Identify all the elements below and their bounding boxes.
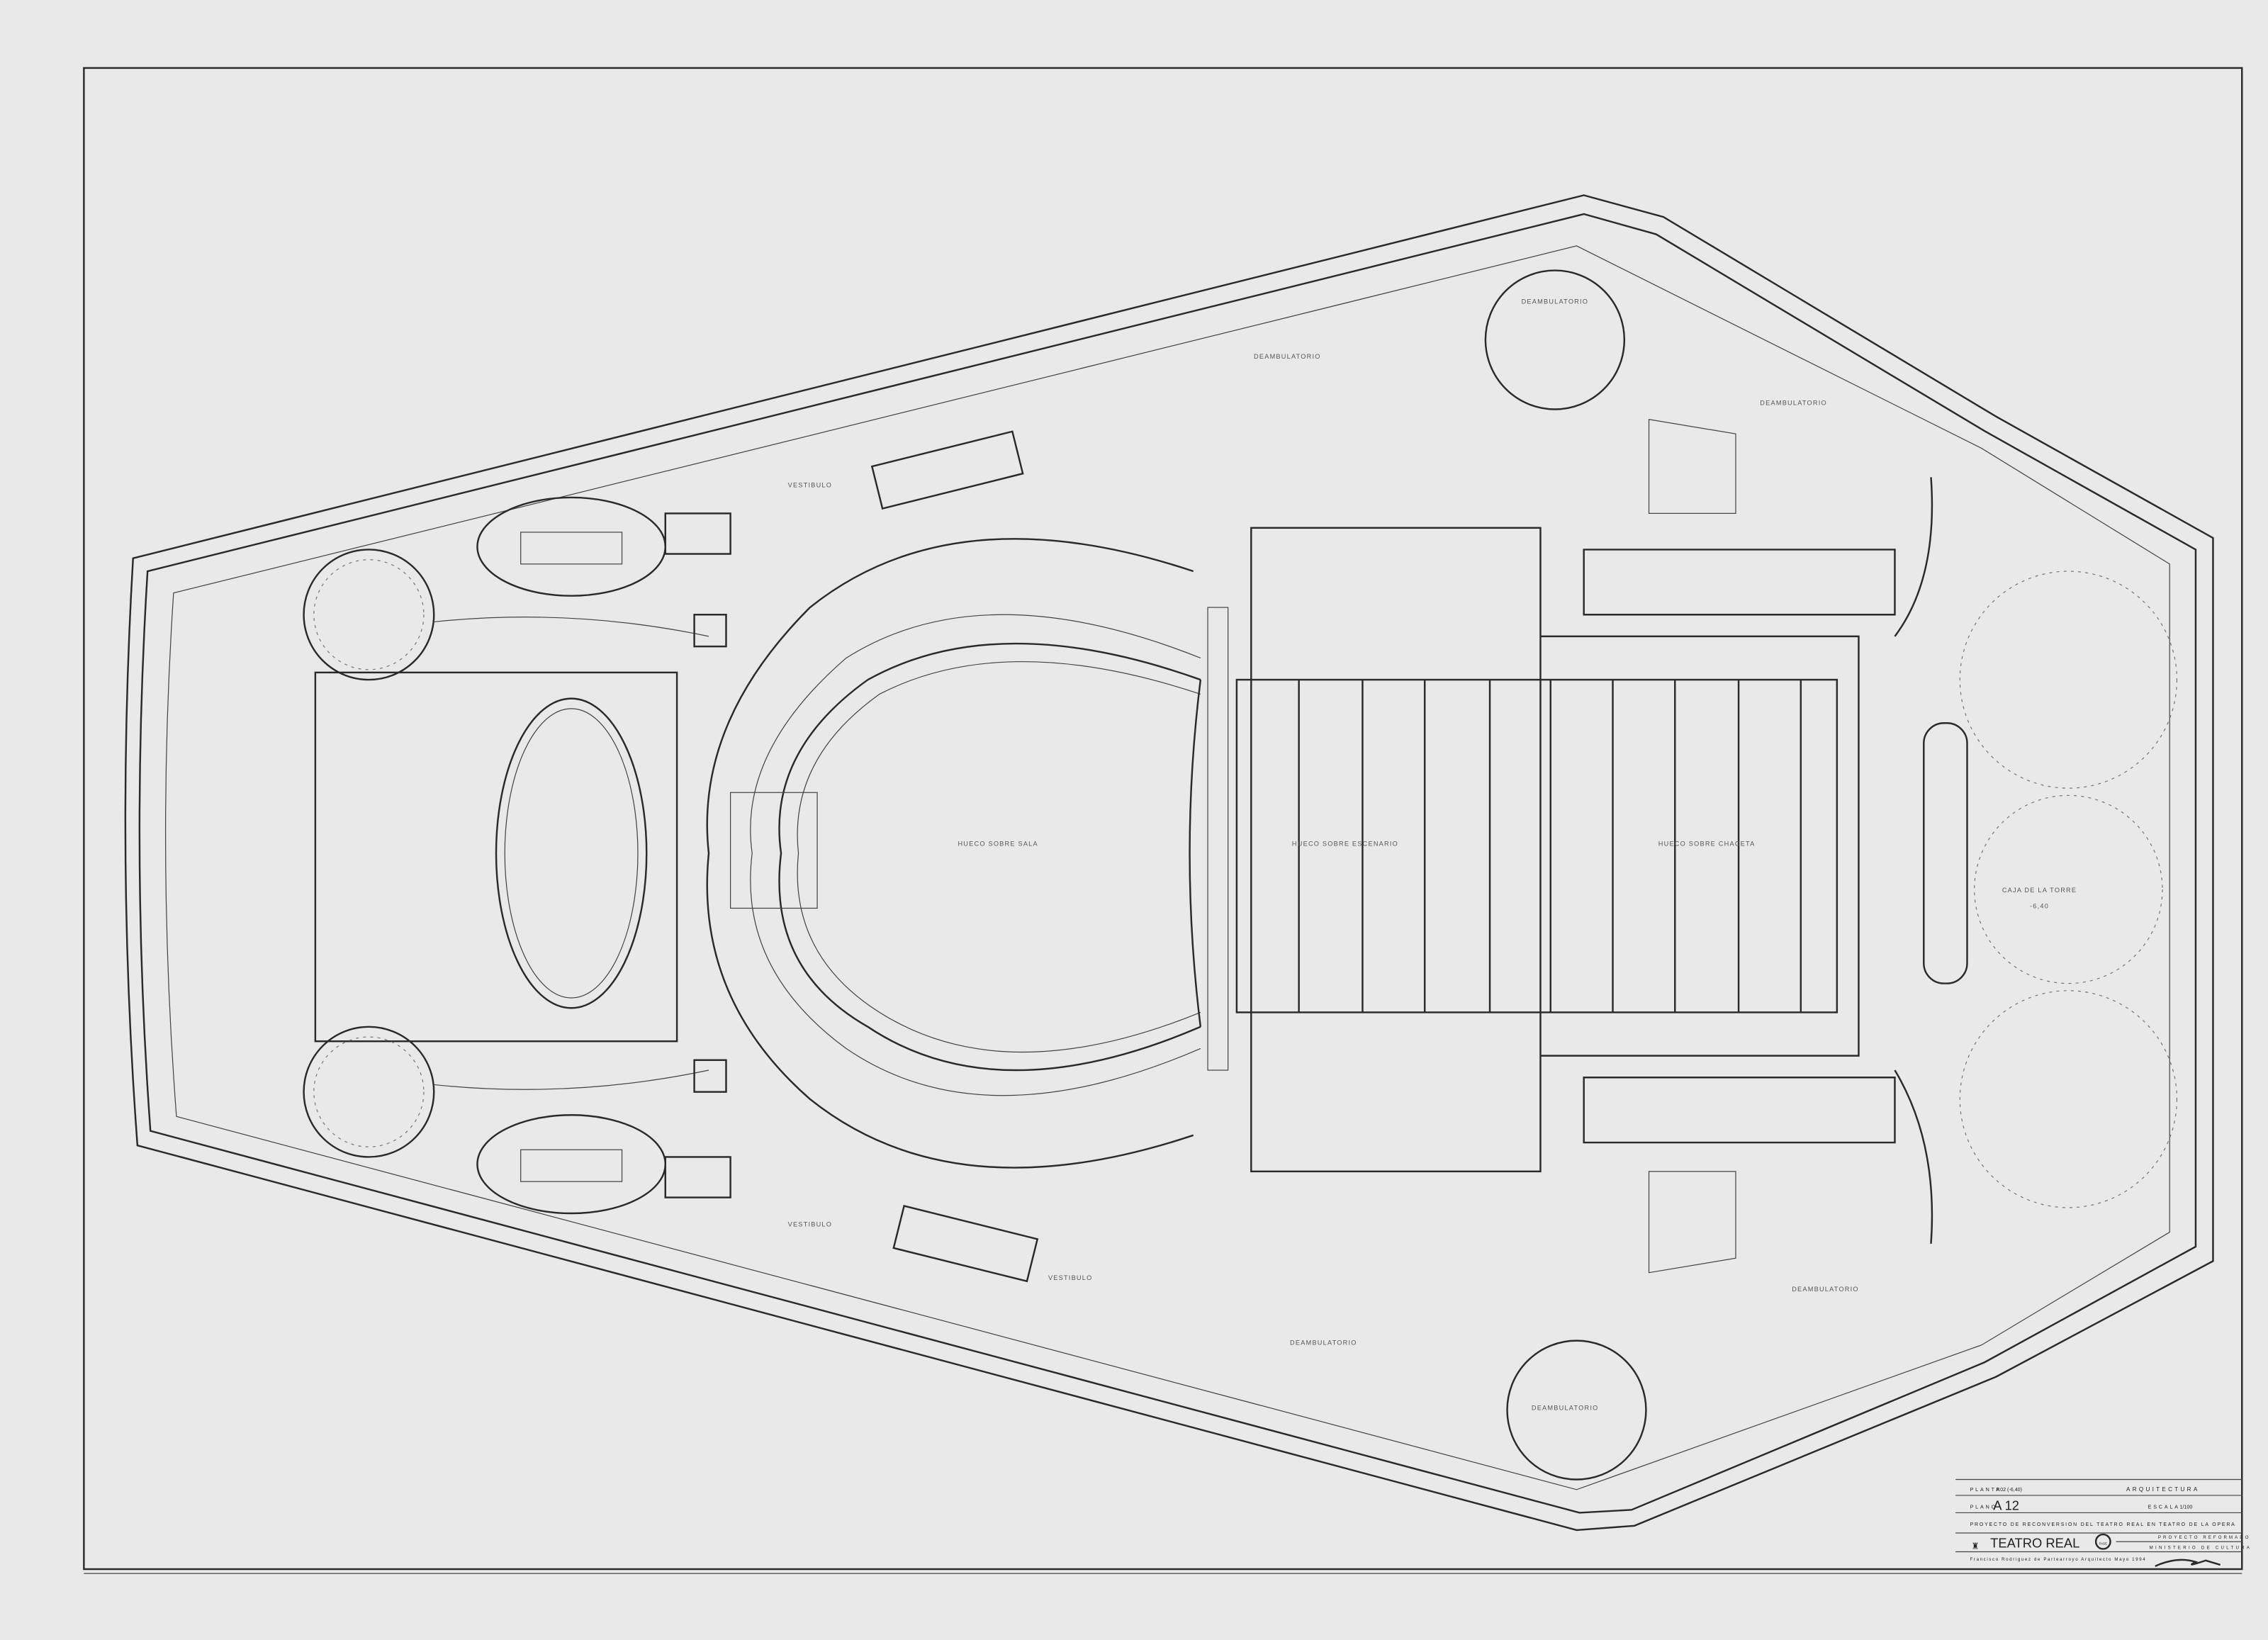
room-label: DEAMBULATORIO: [1792, 1286, 1859, 1293]
rear-rooms: [1484, 269, 2178, 1481]
room-label: DEAMBULATORIO: [1522, 298, 1589, 305]
ministerio: MINISTERIO DE CULTURA: [2150, 1545, 2252, 1550]
title-block: PLANTA P.02 (-6,40) ARQUITECTURA PLANO A…: [1955, 1478, 2252, 1568]
room-label: DEAMBULATORIO: [1290, 1339, 1357, 1347]
stage: [1207, 527, 1860, 1173]
room-label: DEAMBULATORIO: [1760, 399, 1827, 406]
escala-value: 1/100: [2180, 1504, 2193, 1510]
drum-top: [1484, 269, 1626, 410]
drum-bottom: [1506, 1339, 1647, 1481]
plano-label: PLANO: [1970, 1504, 1997, 1510]
building-outline: [124, 194, 2214, 1532]
room-label: VESTIBULO: [788, 1220, 833, 1228]
foyer-area: [303, 496, 709, 1215]
auditorium: [706, 538, 1202, 1169]
stamp: PASE: [2099, 1541, 2108, 1545]
escala-label: ESCALA: [2148, 1504, 2180, 1510]
stairs: [664, 430, 1039, 1283]
stair-top: [476, 496, 666, 597]
proyecto-reformado: PROYECTO REFORMADO: [2158, 1535, 2251, 1540]
room-label: VESTIBULO: [788, 482, 833, 489]
discipline: ARQUITECTURA: [2126, 1486, 2200, 1493]
room-label: VESTIBULO: [1048, 1274, 1093, 1281]
room-label: HUECO SOBRE CHACETA: [1658, 841, 1756, 848]
room-label: CAJA DE LA TORRE: [2002, 887, 2077, 894]
level-mark: -6,40: [2030, 902, 2049, 909]
room-label: HUECO SOBRE ESCENARIO: [1292, 841, 1398, 848]
architect-credit: Francisco Rodriguez de Partearroyo Arqui…: [1970, 1557, 2147, 1562]
room-label: HUECO SOBRE SALA: [958, 841, 1038, 848]
room-label: DEAMBULATORIO: [1532, 1405, 1599, 1412]
crown-logo-icon: ♜: [1972, 1541, 1980, 1551]
project-name: PROYECTO DE RECONVERSION DEL TEATRO REAL…: [1970, 1522, 2236, 1527]
drawing-frame: [83, 67, 2243, 1571]
rotunda-bottom: [303, 1026, 435, 1158]
room-label: DEAMBULATORIO: [1254, 353, 1321, 360]
rotunda-top: [303, 549, 435, 681]
oval-foyer: [495, 697, 648, 1009]
planta-value: P.02 (-6,40): [1996, 1487, 2022, 1493]
signature: [2155, 1558, 2221, 1568]
stair-bottom: [476, 1114, 666, 1215]
plano-value: A 12: [1993, 1498, 2019, 1512]
logo-text: TEATRO REAL: [1990, 1535, 2079, 1550]
planta-label: PLANTA: [1970, 1487, 2002, 1493]
